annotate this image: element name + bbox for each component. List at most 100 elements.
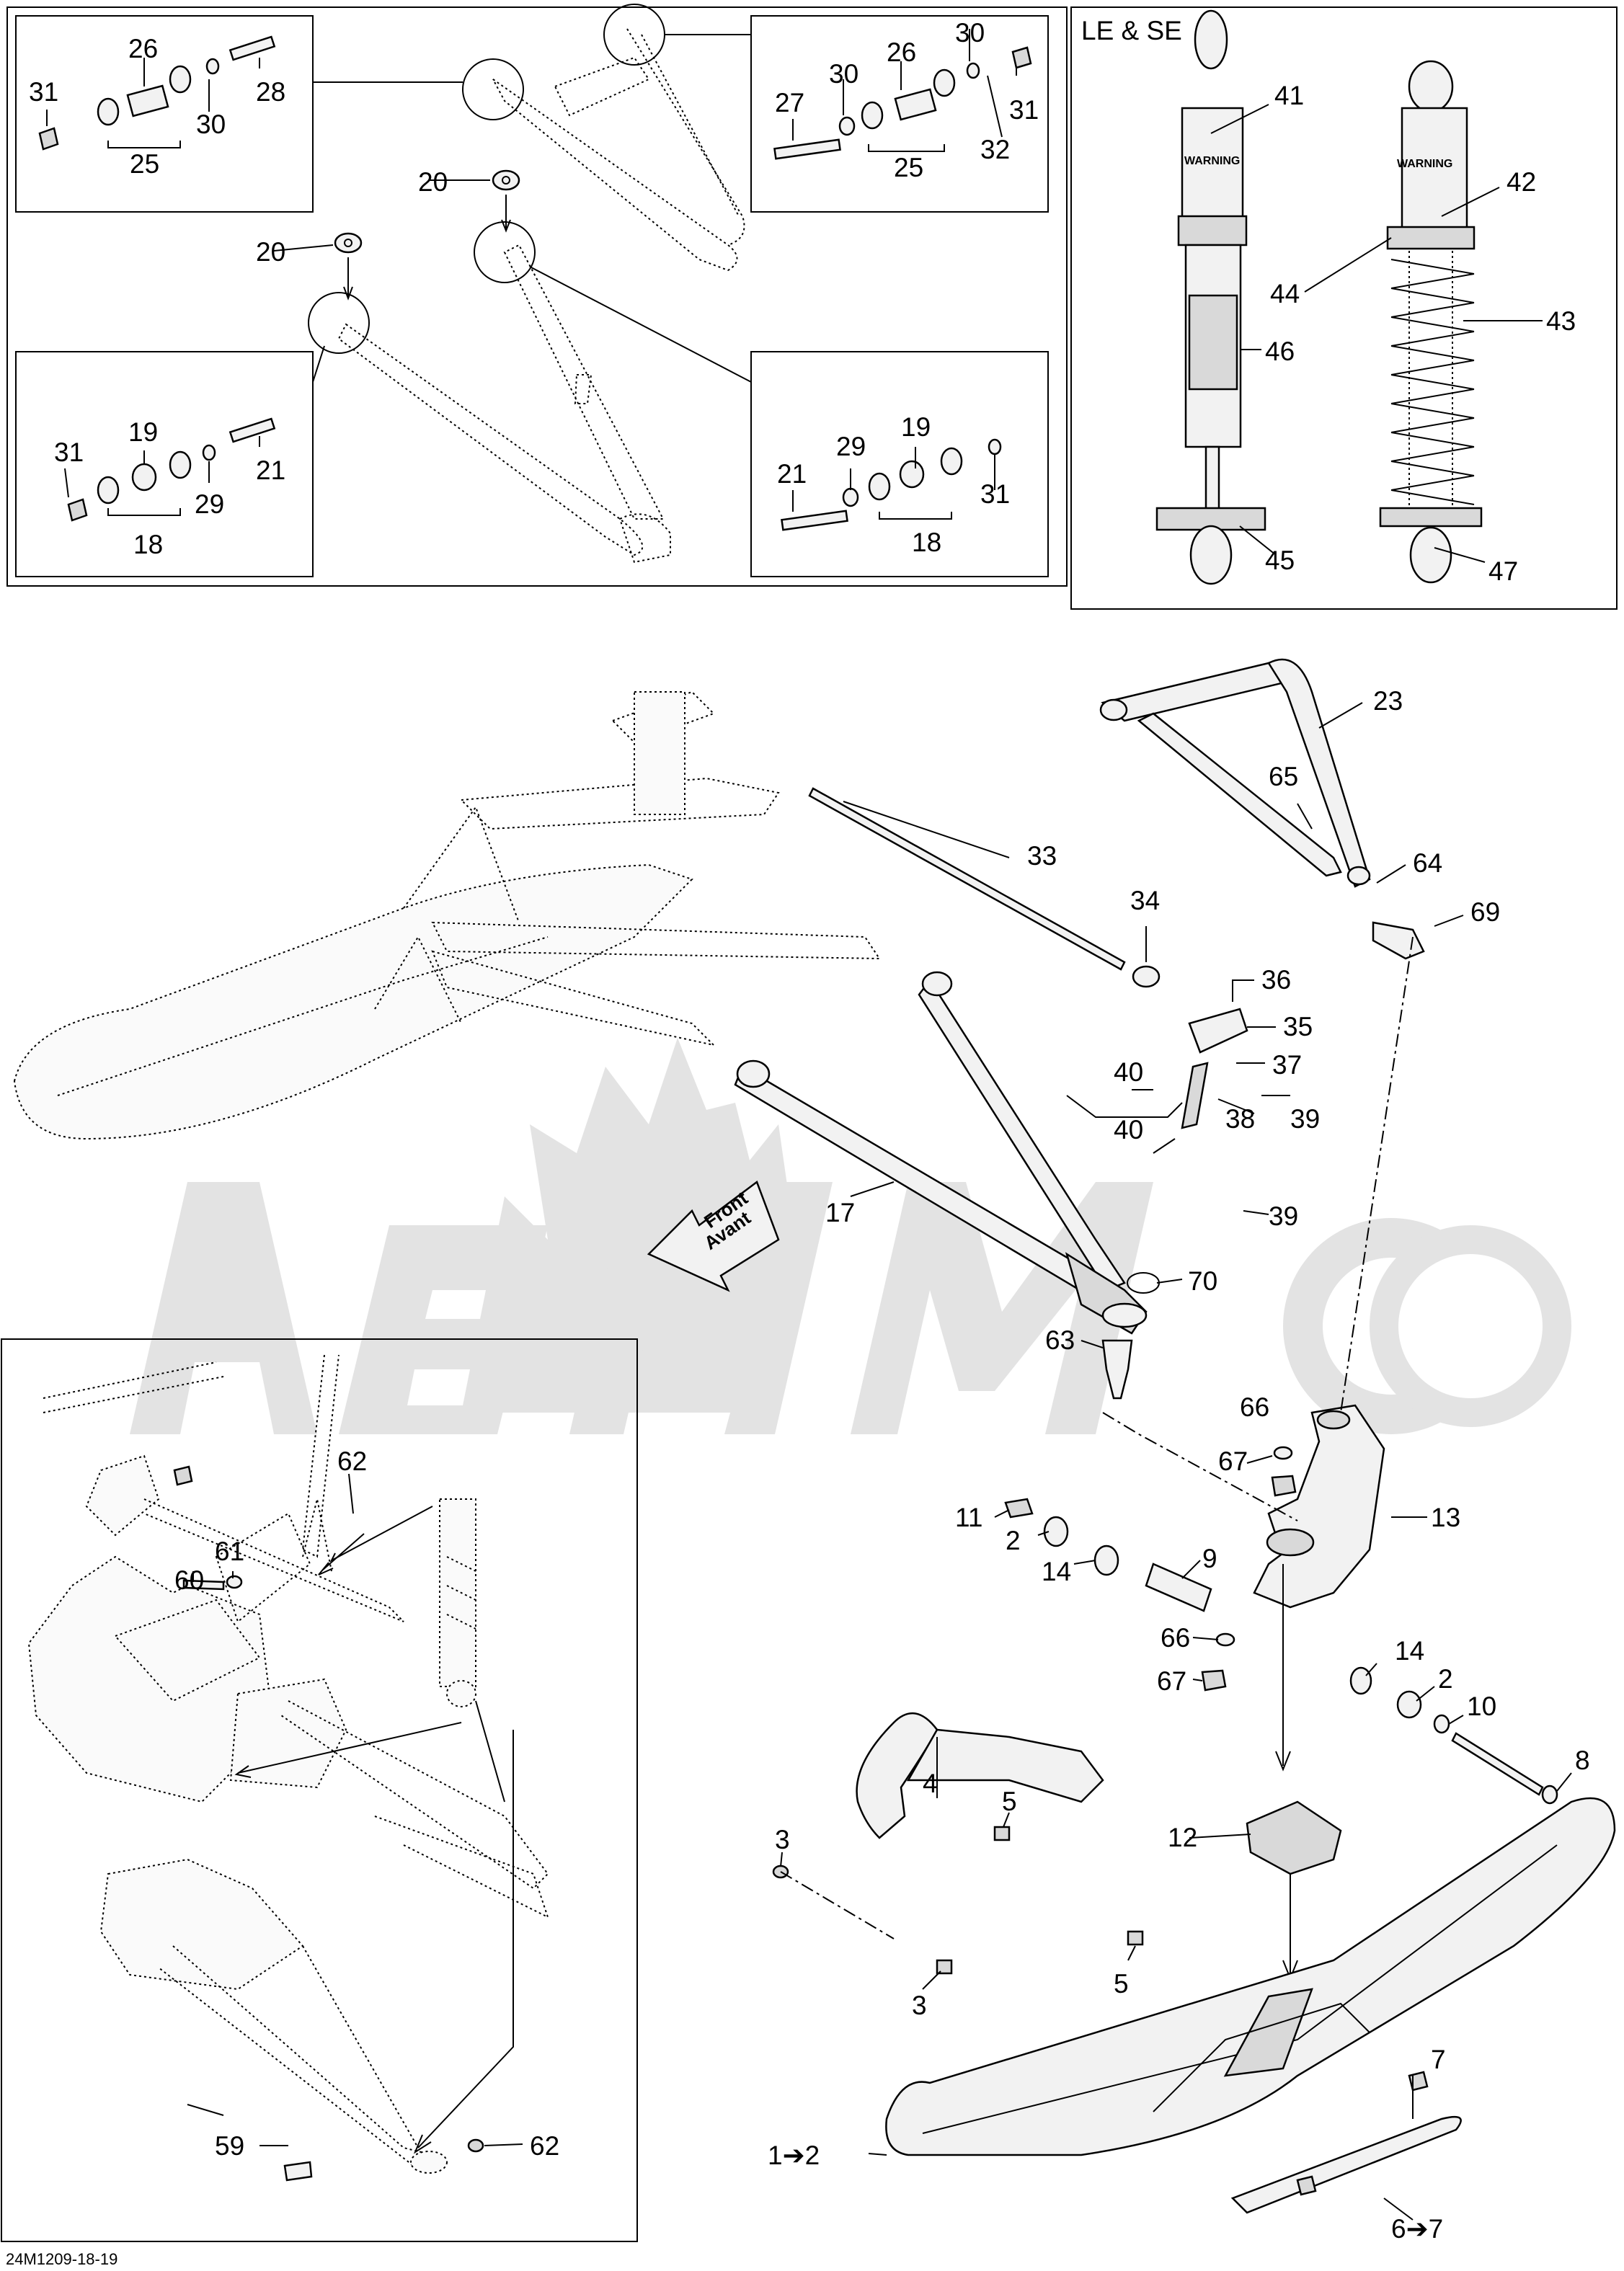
callout-2: 2 xyxy=(1438,1664,1453,1694)
callout-40: 40 xyxy=(1114,1115,1143,1145)
callout-2: 2 xyxy=(1006,1526,1021,1555)
callout-36: 36 xyxy=(1261,965,1291,995)
callout-26: 26 xyxy=(887,37,916,67)
callout-43: 43 xyxy=(1546,306,1576,336)
inset-title: LE & SE xyxy=(1081,16,1182,45)
callout-65: 65 xyxy=(1269,762,1298,791)
callout-7: 7 xyxy=(1431,2045,1446,2074)
watermark-graphic xyxy=(130,1038,1571,1434)
callout-18: 18 xyxy=(912,528,941,557)
callout-45: 45 xyxy=(1265,546,1295,575)
bushing-kit-2-parts xyxy=(773,46,1032,160)
upper-a-arm-outline xyxy=(462,4,745,272)
callout-18: 18 xyxy=(133,530,163,559)
spindle-13 xyxy=(1253,1404,1385,1609)
callout-6-7: 6➔7 xyxy=(1391,2214,1443,2244)
callout-21: 21 xyxy=(256,455,285,485)
callout-5: 5 xyxy=(1002,1787,1017,1816)
upper-arm-detail-frame xyxy=(6,6,1068,587)
ball-joint-63 xyxy=(1101,1339,1133,1400)
callout-42: 42 xyxy=(1507,167,1536,197)
washer-20-parts xyxy=(334,169,520,301)
leader-lines xyxy=(46,29,1572,2221)
callout-12: 12 xyxy=(1168,1823,1197,1852)
nut-7 xyxy=(1408,2071,1429,2092)
callout-61: 61 xyxy=(215,1537,244,1566)
lower-a-arm-17 xyxy=(734,971,1148,1335)
drawing-code: 24M1209-18-19 xyxy=(6,2250,117,2268)
bushing-detail-box-2 xyxy=(750,15,1049,213)
callout-35: 35 xyxy=(1283,1012,1313,1041)
shock-absorber-standard: WARNING xyxy=(1155,9,1266,585)
callout-3: 3 xyxy=(775,1825,790,1854)
callout-8: 8 xyxy=(1575,1746,1590,1775)
sway-bar-arm-35 xyxy=(1188,1008,1248,1054)
callout-29: 29 xyxy=(195,489,224,519)
bushing-detail-box-3 xyxy=(15,351,314,577)
callout-62: 62 xyxy=(337,1446,367,1476)
bushing-kit-1-parts xyxy=(38,35,276,151)
callout-10: 10 xyxy=(1467,1692,1496,1721)
callout-31: 31 xyxy=(980,479,1010,509)
callout-40: 40 xyxy=(1114,1057,1143,1087)
callout-14: 14 xyxy=(1395,1636,1424,1666)
callout-5: 5 xyxy=(1114,1969,1129,1999)
callout-30: 30 xyxy=(955,18,985,48)
nut-7b xyxy=(1296,2175,1317,2196)
callout-20: 20 xyxy=(256,237,285,267)
callout-67: 67 xyxy=(1157,1666,1186,1696)
upper-a-arm-23 xyxy=(1099,658,1371,888)
callout-44: 44 xyxy=(1270,279,1300,308)
ski-handle-body xyxy=(906,1728,1104,1803)
callout-labels: LE & SE 31 26 30 28 25 27 30 26 30 31 32… xyxy=(6,16,1590,2268)
callout-17: 17 xyxy=(825,1198,855,1227)
callout-39: 39 xyxy=(1290,1104,1320,1134)
callout-66: 66 xyxy=(1161,1623,1190,1653)
callout-30: 30 xyxy=(196,110,226,139)
ski-damper-12 xyxy=(1246,1800,1342,1875)
callout-59: 59 xyxy=(215,2131,244,2161)
circlip-70 xyxy=(1127,1272,1160,1294)
callout-29: 29 xyxy=(836,432,866,461)
callout-31: 31 xyxy=(54,437,84,467)
callout-27: 27 xyxy=(775,88,804,117)
ski-1 xyxy=(885,1797,1616,2156)
callout-64: 64 xyxy=(1413,848,1442,878)
callout-69: 69 xyxy=(1470,897,1500,927)
callout-37: 37 xyxy=(1272,1050,1302,1080)
bushing-detail-box-4 xyxy=(750,351,1049,577)
bushing-detail-box-1 xyxy=(15,15,314,213)
ball-joint-69 xyxy=(1372,921,1425,960)
callout-23: 23 xyxy=(1373,686,1403,716)
callout-32: 32 xyxy=(980,135,1010,164)
callout-9: 9 xyxy=(1202,1544,1217,1573)
callout-21: 21 xyxy=(777,459,807,489)
runner-6 xyxy=(1230,2115,1462,2214)
callout-63: 63 xyxy=(1045,1325,1075,1355)
callout-11: 11 xyxy=(955,1503,982,1532)
frame-assembly-outline xyxy=(27,1354,549,2174)
shock-warning-label-1: WARNING xyxy=(1184,155,1240,167)
callout-70: 70 xyxy=(1188,1266,1217,1296)
callout-3: 3 xyxy=(912,1991,927,2020)
lower-a-arm-outline xyxy=(308,221,671,564)
callout-30: 30 xyxy=(829,59,858,89)
callout-38: 38 xyxy=(1225,1104,1255,1134)
callout-25: 25 xyxy=(894,153,923,182)
bushing-kit-4-parts xyxy=(781,438,1002,531)
callout-1-2: 1➔2 xyxy=(768,2141,820,2170)
callout-47: 47 xyxy=(1488,556,1518,586)
callout-34: 34 xyxy=(1130,886,1160,915)
callout-67: 67 xyxy=(1218,1446,1248,1476)
tie-rod-end-34 xyxy=(1132,965,1161,988)
lower-assembly-frame xyxy=(1,1338,638,2242)
chassis-front-outline xyxy=(13,690,881,1140)
callout-31: 31 xyxy=(1009,95,1039,125)
callout-19: 19 xyxy=(901,412,931,442)
front-direction-arrow: Front Avant xyxy=(647,1180,780,1292)
callout-31: 31 xyxy=(29,77,58,107)
callout-39: 39 xyxy=(1269,1201,1298,1231)
callout-14: 14 xyxy=(1042,1557,1071,1586)
callout-26: 26 xyxy=(128,34,158,63)
